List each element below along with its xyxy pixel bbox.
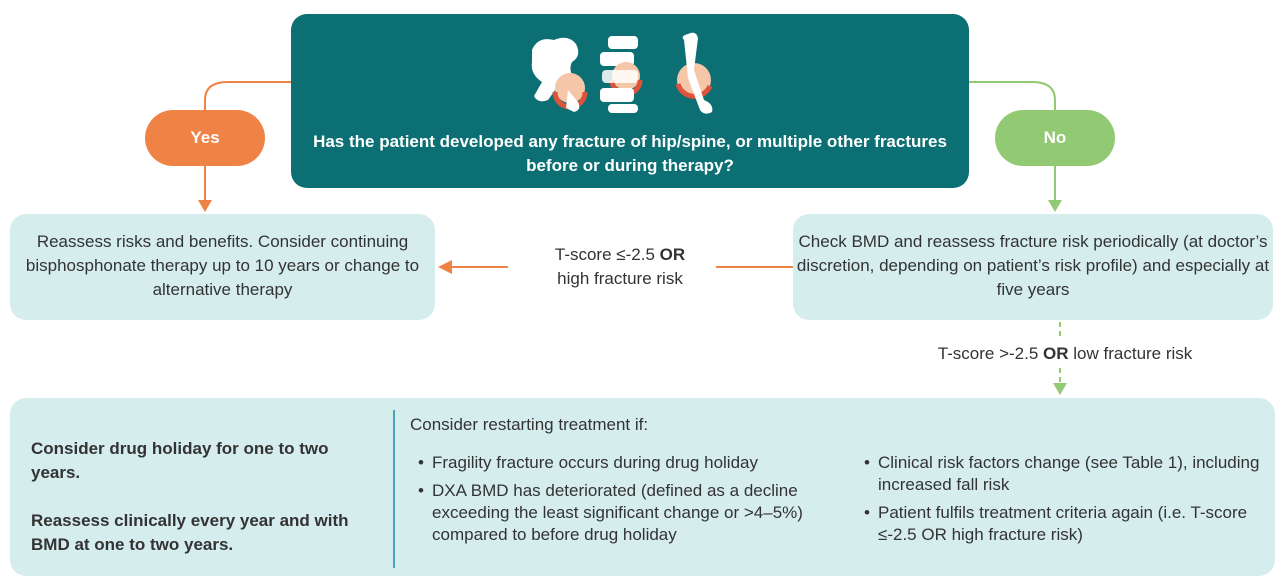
list-item: Fragility fracture occurs during drug ho… <box>416 452 856 474</box>
middle-arrowhead <box>438 260 452 274</box>
check-bmd-text: Check BMD and reassess fracture risk per… <box>796 232 1270 299</box>
spine-vertebrae-icon <box>600 36 643 113</box>
restart-heading: Consider restarting treatment if: <box>410 415 649 434</box>
yes-arrowhead <box>198 200 212 212</box>
reassess-risks-box <box>10 214 435 320</box>
no-branch-pill: No <box>995 110 1115 166</box>
list-item: Clinical risk factors change (see Table … <box>862 452 1272 496</box>
fracture-question-text: Has the patient developed any fracture o… <box>313 132 947 175</box>
bone-illustrations <box>531 32 713 114</box>
bottom-divider <box>393 410 395 568</box>
yes-branch-pill: Yes <box>145 110 265 166</box>
high-risk-condition-label: T-score ≤-2.5 OR high fracture risk <box>515 243 725 291</box>
restart-criteria-list-right: Clinical risk factors change (see Table … <box>862 452 1272 552</box>
high-risk-condition-or: OR <box>659 245 686 264</box>
no-dashed-arrowhead <box>1053 383 1067 395</box>
no-connector <box>969 81 1056 110</box>
no-arrowhead <box>1048 200 1062 212</box>
low-risk-condition-prefix: T-score >-2.5 <box>937 344 1044 363</box>
long-bone-icon <box>675 32 713 114</box>
reassess-risks-text: Reassess risks and benefits. Consider co… <box>25 232 420 299</box>
high-risk-condition-suffix: high fracture risk <box>557 269 683 288</box>
high-risk-condition-prefix: T-score ≤-2.5 <box>554 245 660 264</box>
list-item: Patient fulfils treatment criteria again… <box>862 502 1272 546</box>
check-bmd-box <box>793 214 1273 320</box>
low-risk-condition-label: T-score >-2.5 OR low fracture risk <box>880 343 1250 365</box>
restart-criteria-list-left: Fragility fracture occurs during drug ho… <box>416 452 856 552</box>
yes-connector <box>204 81 291 110</box>
low-risk-condition-suffix: low fracture risk <box>1068 344 1193 363</box>
drug-holiday-text: Consider drug holiday for one to two yea… <box>31 439 329 482</box>
hip-bone-icon <box>531 37 588 112</box>
reassess-clinically-text: Reassess clinically every year and with … <box>31 511 349 554</box>
list-item: DXA BMD has deteriorated (defined as a d… <box>416 480 856 546</box>
low-risk-condition-or: OR <box>1043 344 1069 363</box>
